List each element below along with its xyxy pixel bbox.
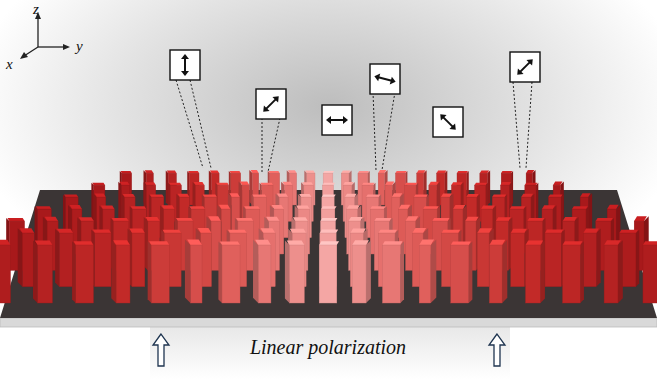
leader-lines xyxy=(176,80,532,172)
polarization-icons xyxy=(170,50,540,137)
caption-label: Linear polarization xyxy=(250,337,406,357)
axis-label: z xyxy=(33,2,39,17)
incident-arrows xyxy=(153,334,505,366)
axis-triad xyxy=(20,12,70,59)
axis-label: y xyxy=(76,39,83,54)
substrate xyxy=(0,190,657,327)
nanopillar-array xyxy=(0,170,657,303)
axis-label: x xyxy=(6,57,13,72)
